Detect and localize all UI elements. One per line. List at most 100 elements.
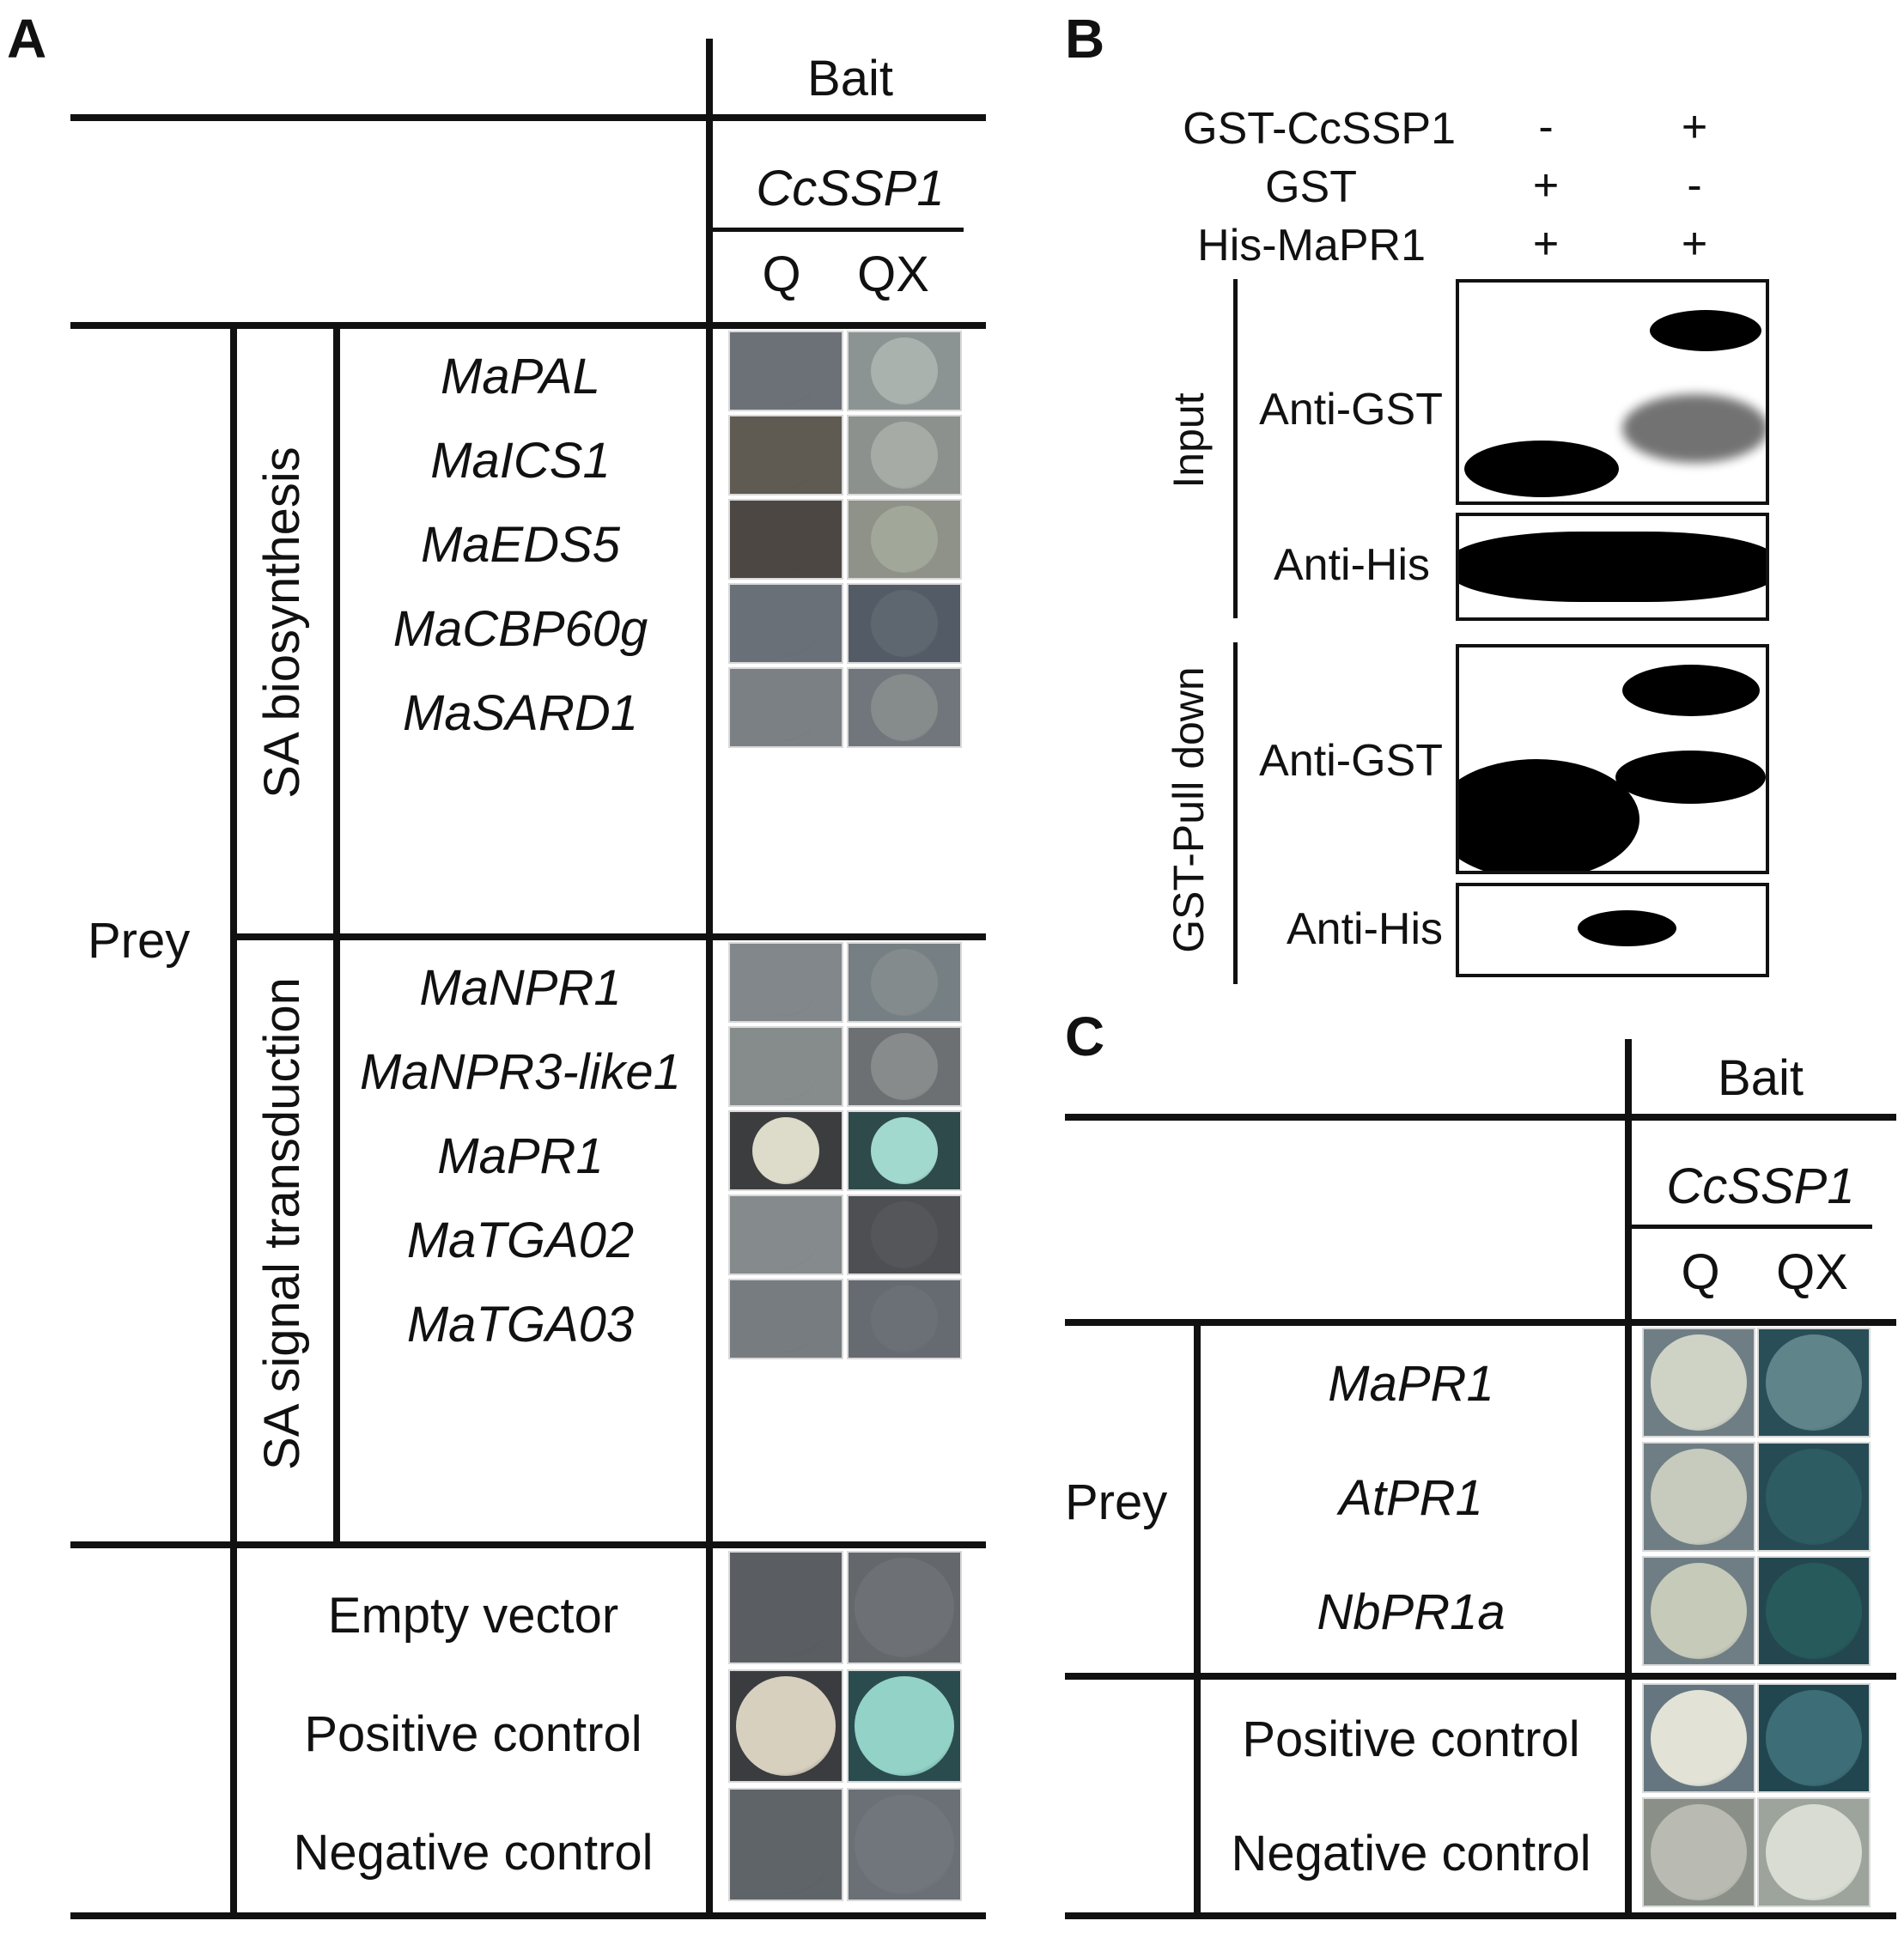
yeast-colony <box>752 1033 819 1100</box>
spot-q <box>728 583 843 664</box>
lane2-sign: + <box>1681 102 1708 152</box>
panel-a-label: A <box>7 8 47 70</box>
spot-qx <box>1757 1556 1871 1666</box>
yeast-colony <box>752 422 819 489</box>
lane1-sign: + <box>1532 161 1560 210</box>
blot-band <box>1464 441 1619 497</box>
yeast-colony <box>736 1558 836 1657</box>
spot-qx <box>847 1788 962 1901</box>
panel-a-rule <box>70 1912 986 1919</box>
western-blot-input-anti-gst <box>1456 279 1769 505</box>
spot-qx <box>847 583 962 664</box>
yeast-colony <box>1651 1804 1747 1900</box>
spot-qx <box>1757 1328 1871 1438</box>
prey-gene-label: MaPAL <box>441 349 600 404</box>
blot-antibody-label: Anti-GST <box>1259 736 1443 786</box>
panel-c-bait-header: Bait <box>1718 1050 1804 1106</box>
panel-c-divider <box>1625 1039 1632 1919</box>
control-label: Negative control <box>293 1825 654 1881</box>
panel-b-pulldown-bar <box>1233 642 1238 984</box>
panel-a-col-qx: QX <box>857 246 929 302</box>
panel-c-prey-bar <box>1194 1319 1201 1919</box>
spot-qx <box>847 1669 962 1783</box>
yeast-colony <box>752 949 819 1016</box>
blot-band <box>1622 665 1760 716</box>
yeast-colony <box>1766 1804 1862 1900</box>
panel-a-rule <box>230 933 986 940</box>
panel-b-label: B <box>1065 8 1105 70</box>
western-blot-pulldown-anti-his <box>1456 883 1769 977</box>
control-label: Negative control <box>1231 1826 1591 1881</box>
yeast-colony <box>1766 1449 1862 1545</box>
spot-qx <box>1757 1797 1871 1907</box>
western-blot-input-anti-his <box>1456 513 1769 621</box>
lane2-sign: + <box>1681 219 1708 269</box>
control-label: Positive control <box>1242 1711 1580 1767</box>
lane2-sign: - <box>1687 161 1702 210</box>
yeast-colony <box>752 506 819 573</box>
yeast-colony <box>752 1117 819 1184</box>
spot-q <box>1642 1328 1755 1438</box>
panel-c-rule <box>1065 1319 1896 1326</box>
panel-b-row-label: His-MaPR1 <box>1197 221 1426 270</box>
prey-gene-label: MaNPR1 <box>419 960 622 1016</box>
panel-a-group-sa-signal: SA signal transduction <box>254 977 310 1470</box>
yeast-colony <box>871 1033 938 1100</box>
panel-a-group-sa-biosynthesis: SA biosynthesis <box>254 447 310 799</box>
panel-a-prey-label: Prey <box>88 913 191 969</box>
yeast-colony <box>736 1795 836 1894</box>
spot-q <box>728 415 843 495</box>
panel-c-rule <box>1065 1912 1896 1919</box>
spot-q <box>728 1194 843 1275</box>
yeast-colony <box>871 674 938 741</box>
panel-b-pulldown-label: GST-Pull down <box>1165 666 1213 953</box>
blot-antibody-label: Anti-His <box>1286 904 1443 954</box>
spot-q <box>728 1026 843 1107</box>
yeast-colony <box>871 506 938 573</box>
spot-qx <box>847 1551 962 1664</box>
spot-qx <box>847 942 962 1023</box>
spot-q <box>728 1788 843 1901</box>
blot-band <box>1650 310 1761 351</box>
panel-a-divider <box>706 39 713 1919</box>
prey-gene-label: MaSARD1 <box>403 685 638 741</box>
spot-qx <box>847 1110 962 1191</box>
panel-a-rule <box>713 228 964 232</box>
lane1-sign: + <box>1532 219 1560 269</box>
yeast-colony <box>752 1201 819 1268</box>
spot-qx <box>847 667 962 748</box>
prey-gene-label: MaCBP60g <box>392 601 648 657</box>
yeast-colony <box>1651 1690 1747 1786</box>
prey-gene-label: MaTGA02 <box>406 1213 635 1268</box>
panel-c-rule <box>1632 1225 1872 1229</box>
blot-band <box>1578 910 1676 946</box>
spot-q <box>1642 1683 1755 1793</box>
yeast-colony <box>855 1558 954 1657</box>
panel-a-col-q: Q <box>762 246 801 302</box>
prey-gene-label: MaICS1 <box>430 433 611 489</box>
yeast-colony <box>752 337 819 404</box>
spot-q <box>1642 1797 1755 1907</box>
yeast-colony <box>855 1795 954 1894</box>
yeast-colony <box>1766 1334 1862 1431</box>
spot-qx <box>847 331 962 411</box>
panel-c-bait-gene: CcSSP1 <box>1666 1158 1855 1214</box>
yeast-colony <box>855 1676 954 1776</box>
panel-c-prey-label: Prey <box>1065 1474 1168 1530</box>
yeast-colony <box>752 674 819 741</box>
yeast-colony <box>871 1286 938 1352</box>
panel-b-input-bar <box>1233 279 1238 618</box>
panel-a-bait-gene: CcSSP1 <box>756 161 945 216</box>
yeast-colony <box>1766 1563 1862 1659</box>
panel-b-input-label: Input <box>1165 392 1213 489</box>
blot-band <box>1615 751 1766 804</box>
panel-c-label: C <box>1065 1006 1105 1067</box>
panel-a-bait-header: Bait <box>807 51 893 106</box>
panel-c-col-qx: QX <box>1776 1244 1848 1300</box>
yeast-colony <box>1766 1690 1862 1786</box>
spot-qx <box>1757 1442 1871 1552</box>
spot-qx <box>847 1026 962 1107</box>
prey-gene-label: NbPR1a <box>1317 1584 1506 1640</box>
yeast-colony <box>1651 1563 1747 1659</box>
panel-c-col-q: Q <box>1681 1244 1720 1300</box>
